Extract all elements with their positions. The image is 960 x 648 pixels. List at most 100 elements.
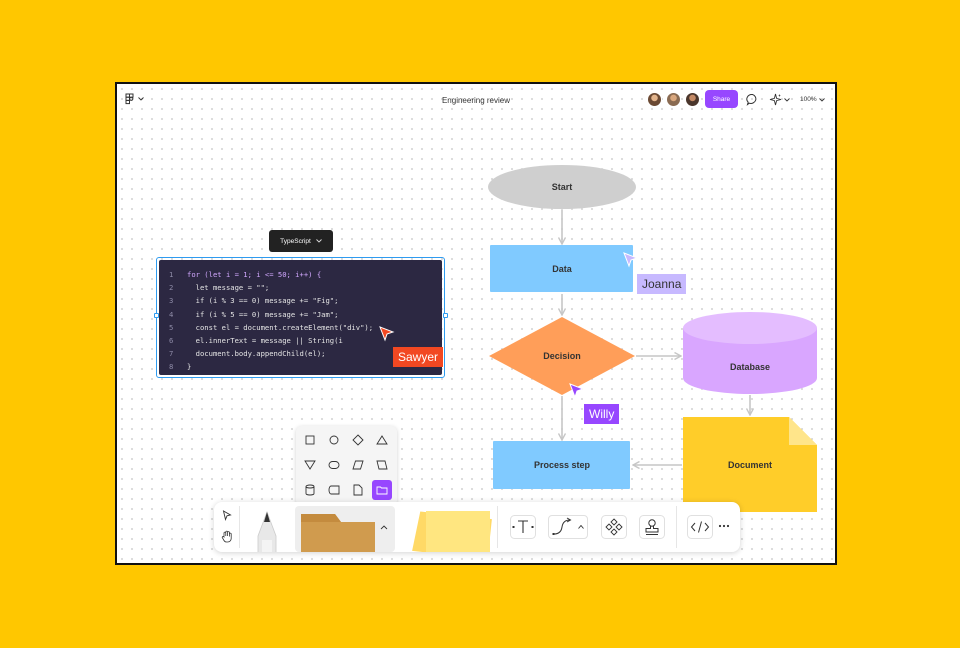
chevron-down-icon	[316, 239, 322, 243]
file-title[interactable]: Engineering review	[441, 96, 511, 105]
chevron-down-icon	[138, 97, 144, 101]
code-text: if (i % 3 == 0) message += "Fig";	[187, 296, 339, 306]
share-button[interactable]: Share	[705, 90, 738, 108]
line-number: 3	[169, 296, 174, 306]
trapezoid-icon	[376, 460, 388, 470]
shape-palette	[296, 426, 397, 506]
connector-icon	[552, 517, 572, 535]
triangle-down-icon	[304, 460, 316, 470]
diamond-shape-button[interactable]	[348, 430, 368, 450]
line-number: 5	[169, 322, 174, 332]
database-node[interactable]	[683, 312, 817, 394]
chevron-down-icon	[818, 97, 825, 102]
triangle-down-shape-button[interactable]	[300, 455, 320, 475]
process-step-node[interactable]	[493, 441, 630, 489]
folder-shape-button[interactable]	[372, 480, 392, 500]
zoom-menu[interactable]: 100%	[800, 96, 825, 103]
decision-node[interactable]	[489, 317, 635, 395]
toolbar-divider	[676, 506, 677, 548]
code-text: el.innerText = message || String(i	[187, 336, 343, 346]
select-arrow-icon[interactable]	[222, 510, 232, 521]
code-text: document.body.appendChild(el);	[187, 349, 326, 359]
collaborator-avatars[interactable]	[647, 92, 700, 107]
marker-icon[interactable]	[252, 510, 282, 552]
toolbar-divider	[239, 506, 240, 548]
main-menu-button[interactable]	[125, 93, 144, 105]
line-number: 6	[169, 336, 174, 346]
hand-icon[interactable]	[221, 530, 233, 543]
components-icon[interactable]	[601, 515, 627, 539]
more-icon[interactable]	[718, 524, 730, 528]
sparkle-icon	[769, 93, 782, 106]
language-selector[interactable]: TypeScript	[269, 230, 333, 252]
code-text: const el = document.createElement("div")…	[187, 322, 374, 332]
code-line: 7 document.body.appendChild(el);	[169, 347, 442, 360]
storage-shape-button[interactable]	[324, 480, 344, 500]
cursor-label-sawyer: Sawyer	[393, 347, 444, 367]
folder-icon	[376, 486, 388, 495]
resize-handle[interactable]	[442, 313, 448, 318]
document-label: Document	[727, 460, 772, 470]
chevron-down-icon	[784, 97, 790, 102]
cylinder-shape-button[interactable]	[300, 480, 320, 500]
text-tool-icon[interactable]	[510, 515, 536, 539]
folder-shape-preview-icon	[301, 514, 375, 552]
decision-label: Decision	[543, 351, 581, 361]
canvas-window: Engineering review Share 100%	[115, 82, 837, 565]
circle-shape-button[interactable]	[324, 430, 344, 450]
cursor-willy-icon	[569, 383, 585, 399]
code-line: 6 el.innerText = message || String(i	[169, 334, 442, 347]
resize-handle[interactable]	[153, 313, 159, 318]
cursor-joanna-icon	[623, 252, 639, 268]
sticky-notes-icon[interactable]	[404, 511, 494, 552]
avatar[interactable]	[666, 92, 681, 107]
language-label: TypeScript	[280, 237, 311, 245]
code-text: for (let i = 1; i <= 50; i++) {	[187, 270, 322, 279]
comment-icon[interactable]	[746, 93, 759, 106]
code-line: 3 if (i % 3 == 0) message += "Fig";	[169, 294, 442, 307]
avatar[interactable]	[685, 92, 700, 107]
flowchart-connectors	[488, 165, 817, 512]
rounded-rect-icon	[328, 461, 340, 469]
rounded-rect-shape-button[interactable]	[324, 455, 344, 475]
shapes-tool-button[interactable]	[295, 506, 395, 552]
line-number: 7	[169, 349, 174, 359]
document-node[interactable]	[683, 417, 817, 512]
cursor-sawyer-icon	[379, 326, 395, 342]
code-text: if (i % 5 == 0) message += "Jam";	[187, 309, 339, 319]
connector-tool-button[interactable]	[548, 515, 588, 539]
parallelogram-shape-button[interactable]	[348, 455, 368, 475]
triangle-shape-button[interactable]	[372, 430, 392, 450]
avatar[interactable]	[647, 92, 662, 107]
code-block-icon[interactable]	[687, 515, 713, 539]
top-bar: Engineering review Share 100%	[117, 84, 835, 116]
square-shape-button[interactable]	[300, 430, 320, 450]
figjam-logo-icon	[125, 93, 134, 105]
diamond-icon	[352, 434, 364, 446]
toolbar-divider	[497, 506, 498, 548]
ai-tools-button[interactable]	[769, 93, 790, 106]
trapezoid-shape-button[interactable]	[372, 455, 392, 475]
triangle-icon	[376, 435, 388, 445]
database-label: Database	[729, 362, 771, 372]
code-line: 2 let message = "";	[169, 281, 442, 294]
line-number: 4	[169, 309, 174, 319]
square-icon	[305, 435, 315, 445]
chevron-up-icon[interactable]	[380, 525, 388, 530]
code-text: }	[187, 362, 192, 372]
stamp-icon[interactable]	[639, 515, 665, 539]
document-shape-button[interactable]	[348, 480, 368, 500]
bottom-toolbar	[214, 502, 740, 552]
code-text: let message = "";	[187, 283, 270, 293]
cursor-label-joanna: Joanna	[637, 274, 687, 294]
storage-icon	[328, 485, 340, 495]
code-line: 8}	[169, 360, 442, 373]
zoom-level: 100%	[800, 96, 817, 103]
cylinder-icon	[305, 484, 315, 496]
parallelogram-icon	[352, 460, 364, 470]
data-label: Data	[552, 264, 572, 274]
data-node[interactable]	[490, 245, 633, 292]
start-node[interactable]	[488, 165, 636, 209]
line-number: 2	[169, 283, 174, 293]
